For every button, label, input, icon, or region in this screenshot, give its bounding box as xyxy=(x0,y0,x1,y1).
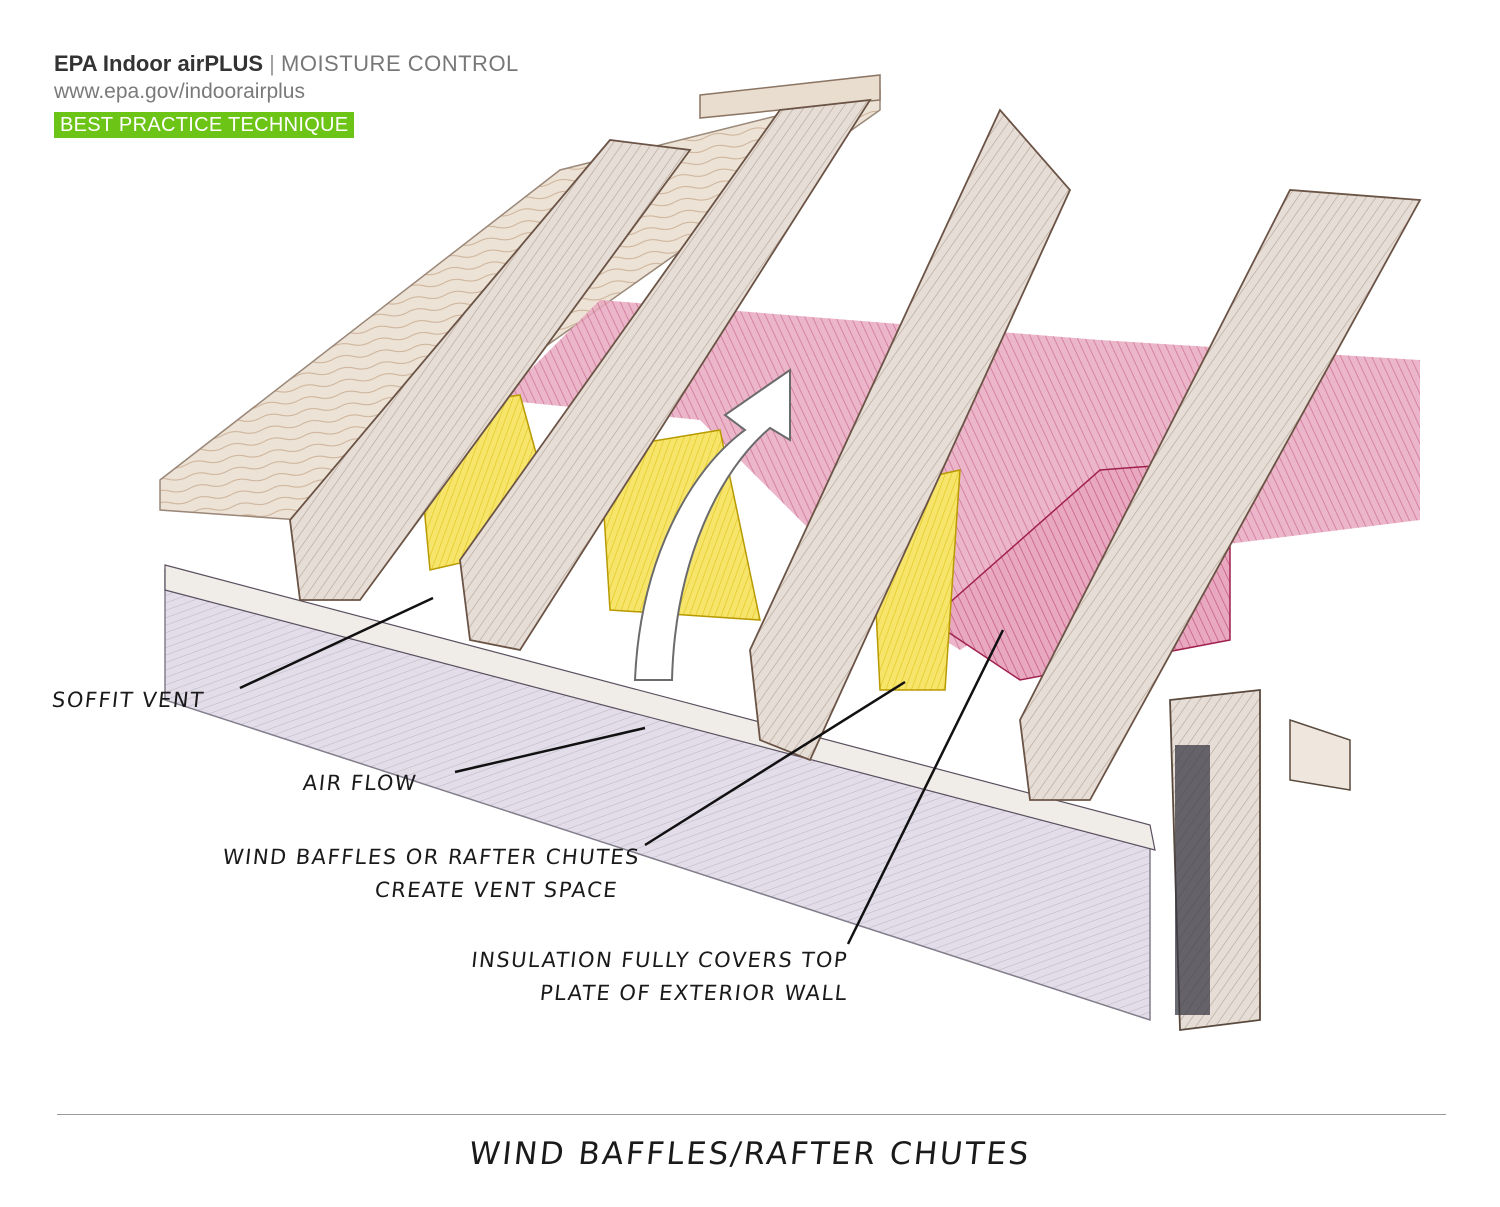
leader-air-flow xyxy=(454,726,646,774)
brand-separator: | xyxy=(269,51,275,76)
label-wind-baffles-line2: CREATE VENT SPACE xyxy=(373,878,620,902)
best-practice-badge: BEST PRACTICE TECHNIQUE xyxy=(54,112,355,138)
topic: MOISTURE CONTROL xyxy=(281,51,519,76)
leader-soffit-vent xyxy=(239,596,434,690)
leader-lines xyxy=(239,596,1005,945)
exterior-wall xyxy=(164,564,1156,1022)
label-soffit-vent: SOFFIT VENT xyxy=(50,688,206,712)
label-air-flow: AIR FLOW xyxy=(301,771,419,795)
leader-wind-baffles xyxy=(644,680,906,847)
label-insulation-line2: PLATE OF EXTERIOR WALL xyxy=(538,981,850,1005)
air-flow-arrow xyxy=(633,368,791,681)
rafters xyxy=(289,98,1422,801)
label-wind-baffles-line1: WIND BAFFLES OR RAFTER CHUTES xyxy=(221,845,642,869)
header: EPA Indoor airPLUS | MOISTURE CONTROL ww… xyxy=(54,50,519,138)
wall-post xyxy=(1169,688,1351,1032)
rafter-1 xyxy=(289,139,692,601)
rafter-4 xyxy=(1019,189,1422,801)
website-url: www.epa.gov/indoorairplus xyxy=(54,80,305,103)
rafter-3 xyxy=(749,108,1072,762)
brand-line: EPA Indoor airPLUS | MOISTURE CONTROL xyxy=(54,50,519,78)
figure-caption: WIND BAFFLES/RAFTER CHUTES xyxy=(467,1136,1033,1172)
rafter-2 xyxy=(459,98,872,652)
leader-insulation xyxy=(846,629,1005,945)
brand-name: EPA Indoor airPLUS xyxy=(54,51,264,76)
divider xyxy=(57,1114,1446,1115)
label-insulation-line1: INSULATION FULLY COVERS TOP xyxy=(470,948,850,972)
